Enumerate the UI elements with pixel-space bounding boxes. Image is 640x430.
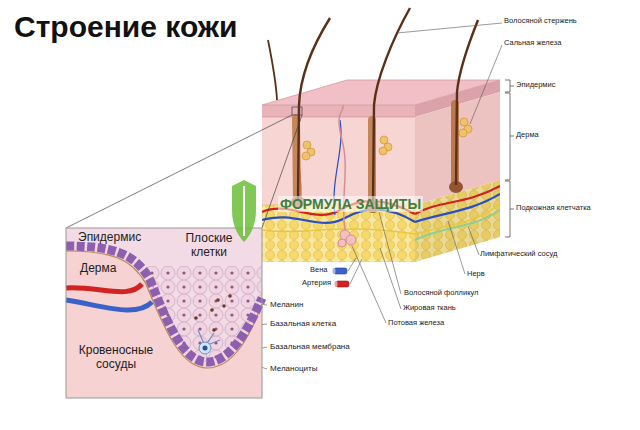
layer-label: Подкожная клетчатка bbox=[516, 204, 591, 213]
inset-detail bbox=[66, 266, 262, 398]
leader-line bbox=[470, 45, 502, 124]
cell-label: Меланин bbox=[270, 300, 303, 309]
inset-detail bbox=[203, 346, 208, 351]
inset-detail bbox=[66, 228, 262, 398]
leader-line bbox=[468, 226, 479, 255]
watermark-shield bbox=[232, 180, 256, 242]
cell-label: Меланоциты bbox=[270, 364, 317, 373]
part-label: Потовая железа bbox=[388, 319, 444, 328]
inset-detail bbox=[216, 298, 220, 302]
cell-label: Базальная клетка bbox=[270, 319, 336, 328]
vessels-side bbox=[415, 204, 500, 234]
sebaceous-gland bbox=[379, 147, 387, 155]
skin-block bbox=[262, 205, 415, 262]
leader-line bbox=[380, 248, 401, 309]
part-label: Сальная железа bbox=[504, 39, 561, 48]
part-label: Нерв bbox=[467, 270, 485, 279]
inset-detail bbox=[66, 300, 152, 310]
vessel-icon bbox=[336, 281, 349, 287]
vessel-icon bbox=[335, 281, 338, 287]
vessels-front bbox=[262, 120, 415, 234]
cell-label: Базальная мембрана bbox=[270, 342, 350, 351]
hair bbox=[456, 20, 478, 185]
vessel-icon bbox=[334, 268, 347, 274]
vessel-icon bbox=[333, 268, 350, 287]
vessels-front bbox=[262, 229, 415, 234]
layer-bracket bbox=[505, 80, 514, 92]
layer-bracket bbox=[505, 80, 514, 237]
layer-bracket bbox=[505, 181, 514, 237]
inset-detail bbox=[194, 316, 198, 320]
zoom-line bbox=[66, 115, 292, 228]
part-label: Артерия bbox=[302, 279, 331, 288]
sweat-gland bbox=[338, 239, 346, 247]
watermark-shield bbox=[243, 186, 245, 236]
leader-line bbox=[397, 23, 502, 33]
sebaceous-gland bbox=[303, 141, 311, 149]
inset-label: Плоские клетки bbox=[178, 232, 240, 260]
sweat-gland bbox=[338, 105, 356, 247]
inset-detail bbox=[66, 228, 262, 398]
leader-line bbox=[379, 212, 401, 294]
inset-label: Эпидермис bbox=[78, 231, 141, 245]
sebaceous-gland bbox=[459, 129, 467, 137]
sebaceous-gland bbox=[380, 136, 388, 144]
inset-label: Дерма bbox=[80, 262, 116, 276]
watermark: ФОРМУЛА ЗАЩИТЫ bbox=[278, 196, 423, 212]
hair bbox=[298, 18, 330, 200]
watermark-shield bbox=[232, 180, 256, 242]
vessels-side bbox=[415, 210, 500, 240]
inset-label: Кровеносные сосуды bbox=[70, 344, 162, 372]
inset-detail bbox=[66, 228, 262, 398]
leader-line bbox=[348, 258, 356, 271]
inset-detail bbox=[66, 266, 262, 398]
leader-line bbox=[352, 246, 386, 323]
leader-line bbox=[448, 221, 465, 274]
skin-block bbox=[262, 105, 415, 117]
inset-detail bbox=[199, 342, 211, 354]
vessels-side bbox=[415, 186, 500, 240]
layer-label: Дерма bbox=[516, 131, 539, 140]
layer-label: Эпидермис bbox=[516, 81, 555, 90]
inset-detail bbox=[210, 308, 214, 312]
hair bbox=[373, 8, 410, 205]
leader-line bbox=[350, 259, 362, 284]
zoom-line bbox=[292, 107, 302, 115]
inset-detail bbox=[194, 294, 232, 332]
sebaceous-gland bbox=[460, 118, 468, 126]
part-label: Волосяной фолликул bbox=[404, 289, 478, 298]
part-label: Волосяной стержень bbox=[504, 17, 577, 26]
inset-detail bbox=[212, 328, 216, 332]
diagram-title: Строение кожи bbox=[14, 10, 238, 45]
skin-block bbox=[262, 80, 500, 105]
hair bbox=[268, 8, 478, 213]
zoom-line bbox=[66, 107, 302, 228]
part-label: Жировая ткань bbox=[403, 304, 456, 313]
inset-detail bbox=[66, 284, 142, 292]
skin-block bbox=[262, 117, 415, 118]
inset-detail bbox=[222, 304, 226, 308]
layer-bracket bbox=[505, 93, 514, 180]
part-label: Лимфатический сосуд bbox=[480, 250, 557, 259]
part-label: Вена bbox=[310, 266, 328, 275]
vessel-icon bbox=[333, 268, 336, 274]
sebaceous-gland bbox=[302, 118, 472, 160]
sweat-gland bbox=[346, 235, 356, 245]
sebaceous-gland bbox=[302, 152, 310, 160]
inset-detail bbox=[228, 294, 232, 298]
hair bbox=[268, 40, 277, 100]
